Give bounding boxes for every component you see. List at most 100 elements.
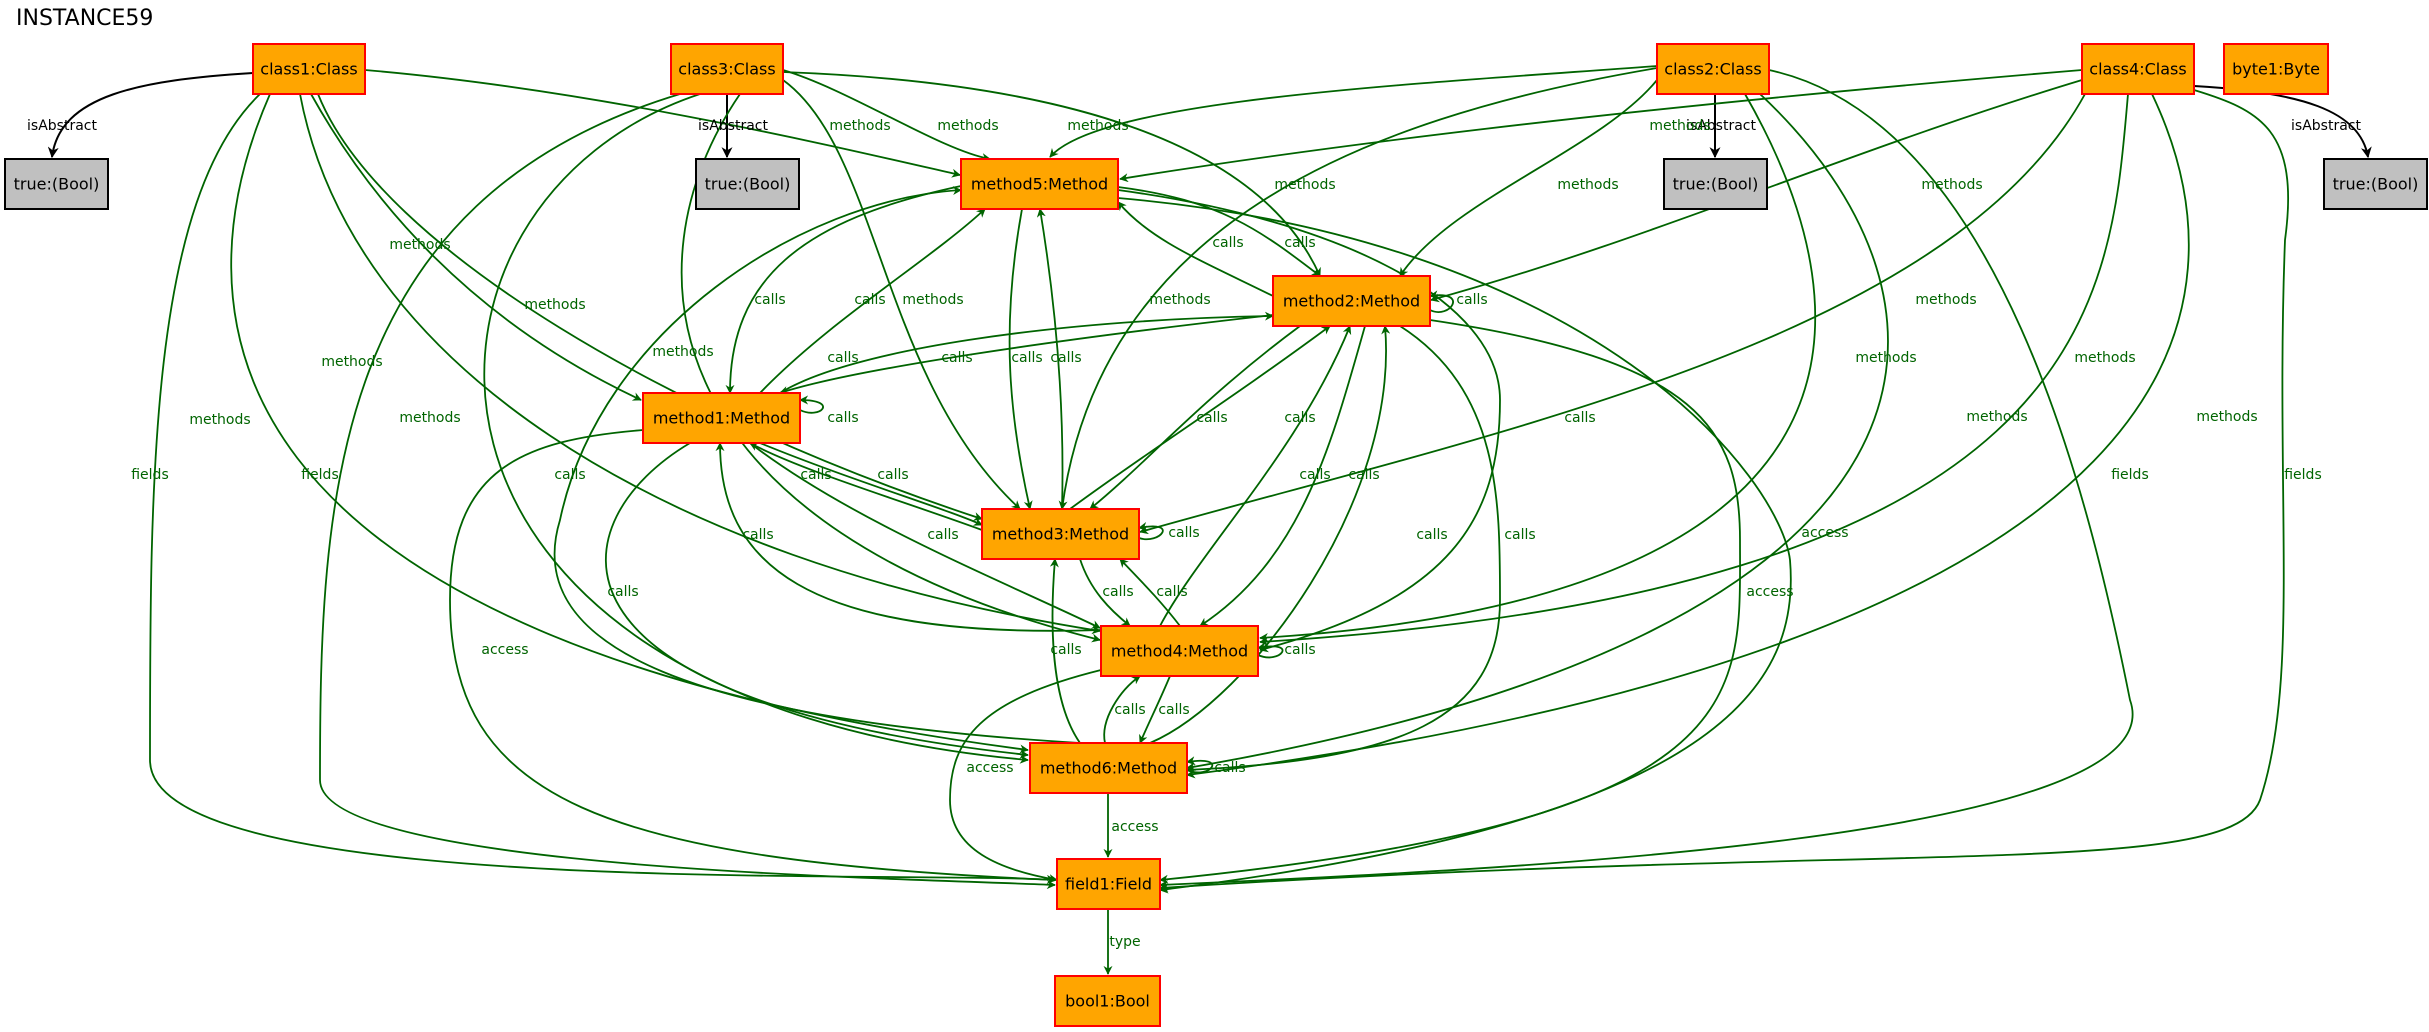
node-class3[interactable]: class3:Class xyxy=(670,43,784,95)
node-label: method1:Method xyxy=(653,409,790,428)
edge-label-access: access xyxy=(1111,819,1158,835)
edge-label-methods: methods xyxy=(524,297,585,313)
edge-label-isAbstract: isAbstract xyxy=(27,118,97,134)
edge-label-calls: calls xyxy=(1212,235,1243,251)
node-box xyxy=(960,158,1119,210)
edge-class1-to-field1-fields xyxy=(149,93,1056,884)
edge-label-calls: calls xyxy=(1284,642,1315,658)
edge-label-calls: calls xyxy=(1050,350,1081,366)
edge-label-methods: methods xyxy=(321,354,382,370)
node-box xyxy=(1056,858,1161,910)
node-method6[interactable]: method6:Method xyxy=(1029,742,1188,794)
node-method5[interactable]: method5:Method xyxy=(960,158,1119,210)
edge-label-access: access xyxy=(966,760,1013,776)
edge-label-methods: methods xyxy=(1915,292,1976,308)
edge-label-calls: calls xyxy=(877,467,908,483)
node-label: true:(Bool) xyxy=(1673,175,1759,194)
edge-method6-to-method6-calls xyxy=(1186,756,1214,774)
node-class4[interactable]: class4:Class xyxy=(2081,43,2195,95)
edge-method1-to-method1-calls xyxy=(799,395,824,414)
edge-label-calls: calls xyxy=(1348,467,1379,483)
edge-method6-to-method5-calls xyxy=(553,186,1081,744)
edge-class2-to-method2-methods xyxy=(1399,79,1658,277)
node-trueB[interactable]: true:(Bool) xyxy=(695,158,800,210)
edge-label-methods: methods xyxy=(389,237,450,253)
node-class2[interactable]: class2:Class xyxy=(1656,43,1770,95)
node-label: true:(Bool) xyxy=(14,175,100,194)
node-box xyxy=(2323,158,2428,210)
edge-label-methods: methods xyxy=(2074,350,2135,366)
node-box xyxy=(1100,625,1259,677)
node-box xyxy=(1272,275,1431,327)
diagram-title: INSTANCE59 xyxy=(16,6,154,31)
nodes-layer: class1:Class class3:Class class2:Class clas… xyxy=(4,43,2428,1027)
edge-label-type: type xyxy=(1109,934,1140,950)
edge-label-calls: calls xyxy=(854,292,885,308)
edge-label-access: access xyxy=(481,642,528,658)
edge-method4-to-method6-calls xyxy=(1139,675,1171,744)
edge-label-methods: methods xyxy=(1067,118,1128,134)
node-box xyxy=(252,43,366,95)
node-method2[interactable]: method2:Method xyxy=(1272,275,1431,327)
edge-class4-to-method3-methods xyxy=(1139,93,2086,535)
edge-label-methods: methods xyxy=(1557,177,1618,193)
edge-label-methods: methods xyxy=(1966,409,2027,425)
edge-method3-to-method2-calls xyxy=(1069,325,1331,510)
node-box xyxy=(2223,43,2329,95)
edge-label-calls: calls xyxy=(1156,584,1187,600)
node-byte1[interactable]: byte1:Byte xyxy=(2223,43,2329,95)
edge-method1-to-method6-calls xyxy=(604,442,1029,759)
edge-label-fields: fields xyxy=(2284,467,2322,483)
edge-label-methods: methods xyxy=(1855,350,1916,366)
edge-class2-to-method3-methods xyxy=(1058,67,1658,510)
node-label: method2:Method xyxy=(1283,292,1420,311)
node-label: field1:Field xyxy=(1065,875,1152,894)
edge-method3-to-method1-calls xyxy=(749,442,983,531)
edge-label-calls: calls xyxy=(1168,525,1199,541)
edge-label-isAbstract: isAbstract xyxy=(1686,118,1756,134)
edge-class4-to-method4-methods xyxy=(1259,93,2129,646)
node-label: method4:Method xyxy=(1111,642,1248,661)
edge-label-calls: calls xyxy=(607,584,638,600)
node-method1[interactable]: method1:Method xyxy=(642,392,801,444)
edge-class3-to-method2-methods xyxy=(782,71,1321,277)
node-method3[interactable]: method3:Method xyxy=(981,508,1140,560)
node-field1[interactable]: field1:Field xyxy=(1056,858,1161,910)
node-method4[interactable]: method4:Method xyxy=(1100,625,1259,677)
edge-method2-to-method1-calls xyxy=(779,314,1274,395)
node-box xyxy=(1054,975,1161,1027)
node-class1[interactable]: class1:Class xyxy=(252,43,366,95)
edge-method6-to-method2-calls xyxy=(1149,325,1391,744)
edge-method5-to-method2-calls xyxy=(1117,186,1321,277)
edge-label-methods: methods xyxy=(399,410,460,426)
edge-label-calls: calls xyxy=(1504,527,1535,543)
edge-label-isAbstract: isAbstract xyxy=(2291,118,2361,134)
node-label: byte1:Byte xyxy=(2232,60,2320,79)
node-trueC[interactable]: true:(Bool) xyxy=(1663,158,1768,210)
edge-label-calls: calls xyxy=(1196,410,1227,426)
edge-label-calls: calls xyxy=(1114,702,1145,718)
node-trueA[interactable]: true:(Bool) xyxy=(4,158,109,210)
node-box xyxy=(1656,43,1770,95)
edges-layer xyxy=(47,65,2372,975)
edge-method5-to-field1-access xyxy=(1117,197,1792,894)
edge-label-calls: calls xyxy=(827,350,858,366)
edge-method2-to-method5-calls xyxy=(1117,201,1274,297)
edge-class1-to-method4-methods xyxy=(299,93,1101,635)
edge-label-calls: calls xyxy=(1158,702,1189,718)
edge-class2-to-method4-methods xyxy=(1259,93,1816,642)
edge-label-calls: calls xyxy=(1011,350,1042,366)
edge-label-calls: calls xyxy=(1416,527,1447,543)
node-trueD[interactable]: true:(Bool) xyxy=(2323,158,2428,210)
edge-label-calls: calls xyxy=(1456,292,1487,308)
edge-class4-to-method5-methods xyxy=(1119,69,2083,183)
node-bool1[interactable]: bool1:Bool xyxy=(1054,975,1161,1027)
node-label: method3:Method xyxy=(992,525,1129,544)
edge-method1-to-method3-calls xyxy=(759,442,983,526)
edge-label-fields: fields xyxy=(131,467,169,483)
edge-method1-to-field1-access xyxy=(449,429,1056,885)
edge-class1-to-method5-methods xyxy=(364,69,961,178)
edge-label-calls: calls xyxy=(1214,760,1245,776)
node-label: class4:Class xyxy=(2089,60,2186,79)
edge-method3-to-method3-calls xyxy=(1138,522,1164,541)
